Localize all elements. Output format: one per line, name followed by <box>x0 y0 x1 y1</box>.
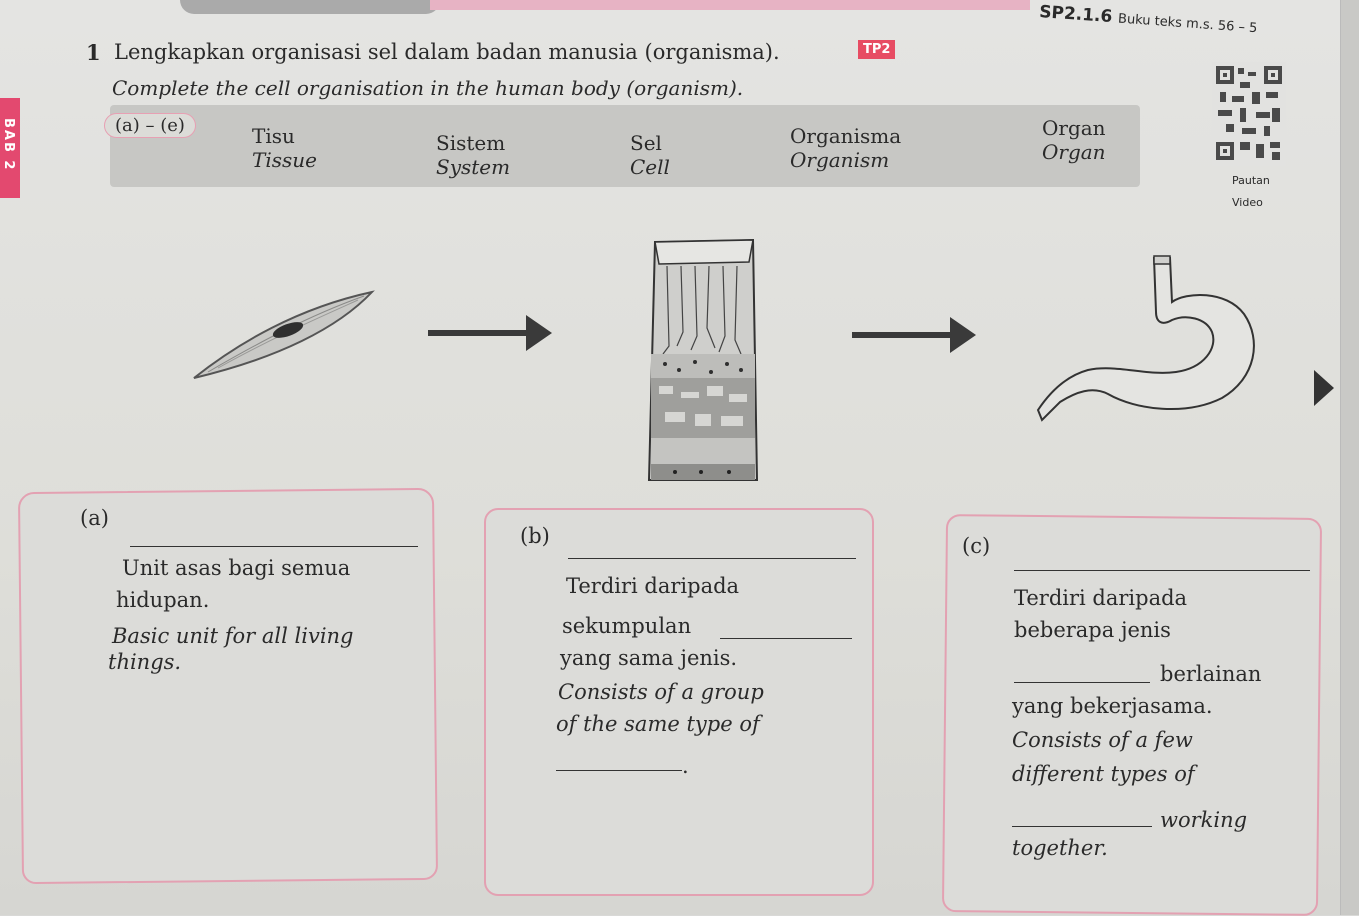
word-ms: Tisu <box>252 124 295 148</box>
qr-caption-video: Video <box>1232 196 1263 209</box>
word-ms: Sel <box>630 131 662 155</box>
question-number: 1 <box>86 40 101 65</box>
box-a-en-1: Basic unit for all living <box>112 624 354 648</box>
word-cell: Sel Cell <box>630 131 670 179</box>
word-ms: Organ <box>1042 116 1106 140</box>
flow-arrow-2 <box>852 317 976 353</box>
chapter-side-tab <box>0 98 20 198</box>
flow-arrow-1 <box>428 315 552 351</box>
box-c-ms-2: beberapa jenis <box>1014 618 1171 642</box>
blank-b-type[interactable] <box>556 752 682 771</box>
word-en: Organism <box>790 148 890 172</box>
word-en: Organ <box>1042 140 1106 164</box>
box-c-en-4: together. <box>1012 836 1108 860</box>
tp-badge: TP2 <box>858 40 896 59</box>
word-bank-range: (a) – (e) <box>104 113 196 138</box>
page-edge <box>1340 0 1359 915</box>
box-a-ms-1: Unit asas bagi semua <box>122 556 351 580</box>
question-text-en: Complete the cell organisation in the hu… <box>112 76 744 100</box>
tissue-illustration <box>647 238 759 481</box>
stomach-illustration <box>1036 255 1255 422</box>
word-organism: Organisma Organism <box>790 124 901 172</box>
box-c-ms-3: berlainan <box>1160 662 1262 686</box>
chapter-label: BAB 2 <box>1 118 16 172</box>
box-b-en-1: Consists of a group <box>558 680 764 704</box>
box-a-label: (a) <box>80 506 109 530</box>
box-b-ms-1: Terdiri daripada <box>566 574 740 598</box>
box-a-en-2: things. <box>108 650 182 674</box>
word-en: Tissue <box>252 148 317 172</box>
muscle-cell-illustration <box>193 290 375 379</box>
qr-caption-link: Pautan <box>1232 174 1270 187</box>
blank-a[interactable] <box>130 528 418 547</box>
blank-c-organs[interactable] <box>1014 664 1150 683</box>
qr-code-icon[interactable] <box>1212 62 1286 166</box>
box-b-en-end: . <box>682 754 689 778</box>
word-ms: Organisma <box>790 124 902 148</box>
word-ms: Sistem <box>436 131 506 155</box>
box-b-label: (b) <box>520 524 550 548</box>
box-c-label: (c) <box>962 534 991 558</box>
box-c-ms-1: Terdiri daripada <box>1014 586 1188 610</box>
box-a-ms-2: hidupan. <box>116 588 210 612</box>
word-en: System <box>436 155 511 179</box>
question-text-ms: Lengkapkan organisasi sel dalam badan ma… <box>114 40 780 64</box>
box-c-en-1: Consists of a few <box>1012 728 1193 752</box>
next-arrow-marker <box>1314 370 1334 406</box>
box-b-ms-2: sekumpulan <box>562 614 692 638</box>
top-tab-decoration <box>180 0 440 14</box>
blank-b-group[interactable] <box>720 620 852 639</box>
box-c-ms-4: yang bekerjasama. <box>1012 694 1213 718</box>
top-pink-band <box>430 0 1030 10</box>
box-c-en-3: working <box>1160 808 1248 832</box>
word-system: Sistem System <box>436 131 510 179</box>
word-en: Cell <box>630 155 670 179</box>
qr-caption: Pautan Video <box>1232 170 1270 214</box>
blank-b[interactable] <box>568 540 856 559</box>
box-b-en-2: of the same type of <box>556 712 760 736</box>
blank-c-type[interactable] <box>1012 808 1152 827</box>
box-b-ms-3: yang sama jenis. <box>560 646 738 670</box>
word-bank <box>110 105 1140 187</box>
answer-box-b <box>484 508 874 896</box>
answer-box-a <box>17 487 439 885</box>
blank-c[interactable] <box>1014 552 1310 571</box>
box-c-en-2: different types of <box>1012 762 1195 786</box>
word-organ: Organ Organ <box>1042 116 1106 164</box>
word-tissue: Tisu Tissue <box>252 124 317 172</box>
